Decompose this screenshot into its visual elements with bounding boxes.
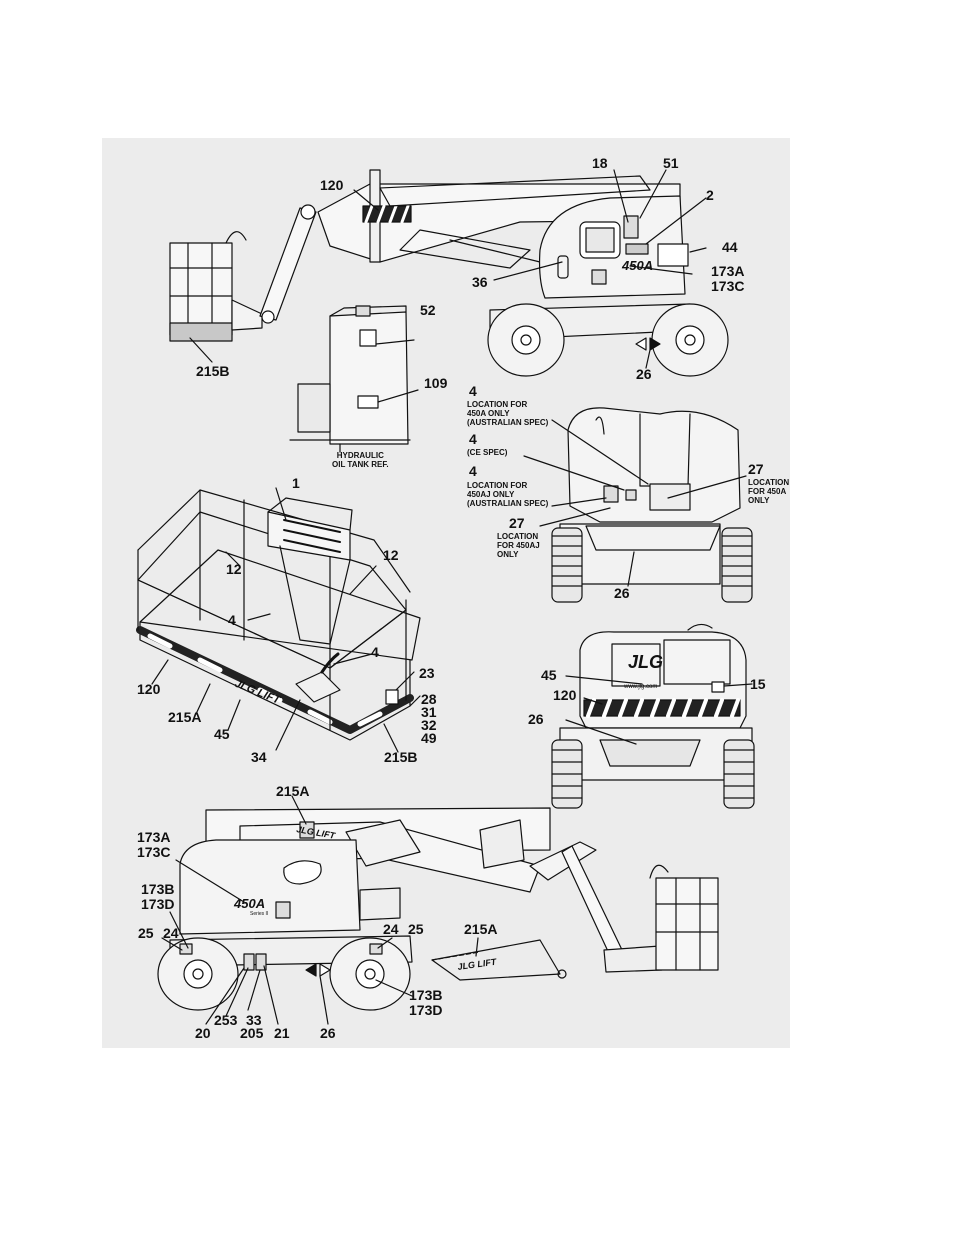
callout-25-right: 25 — [408, 921, 424, 937]
callout-28: 28 — [421, 691, 437, 707]
callout-4-aus-450a: 4 — [469, 383, 477, 399]
callout-173c-bottom: 173C — [137, 844, 171, 860]
callout-173c: 173C — [711, 278, 745, 294]
callout-27-450aj: 27 — [509, 515, 525, 531]
callout-20: 20 — [195, 1025, 211, 1041]
callout-215a-detail: 215A — [464, 921, 498, 937]
front-machine-view — [523, 407, 753, 603]
callout-12-right: 12 — [383, 547, 399, 563]
callout-120-rear: 120 — [553, 687, 577, 703]
callout-215b-top: 215B — [196, 363, 230, 379]
callout-12-left: 12 — [226, 561, 242, 577]
callout-27-450a: 27 — [748, 461, 764, 477]
callout-36: 36 — [472, 274, 488, 290]
series-decal-bottom: Series II — [250, 911, 268, 917]
note-location-450aj-only: LOCATION FOR 450AJ ONLY — [497, 532, 540, 559]
callout-26-front: 26 — [614, 585, 630, 601]
note-location-450aj-aus: LOCATION FOR 450AJ ONLY (AUSTRALIAN SPEC… — [467, 481, 549, 508]
callout-173a: 173A — [711, 263, 745, 279]
callout-120-top: 120 — [320, 177, 344, 193]
callout-205: 205 — [240, 1025, 264, 1041]
callout-25-left: 25 — [138, 925, 154, 941]
callout-23: 23 — [419, 665, 435, 681]
callout-24-left: 24 — [163, 925, 179, 941]
callout-26-top: 26 — [636, 366, 652, 382]
callout-173a-bottom: 173A — [137, 829, 171, 845]
callout-49: 49 — [421, 730, 437, 746]
callout-45-rear: 45 — [541, 667, 557, 683]
callout-33: 33 — [246, 1012, 262, 1028]
model-decal-top: 450A — [621, 258, 653, 273]
jlg-logo-rear: JLG — [628, 652, 663, 672]
callout-215a-boom: 215A — [276, 783, 310, 799]
rear-machine-view: JLG www.jlg.com — [551, 623, 755, 809]
callout-1: 1 — [292, 475, 300, 491]
callout-173b-left: 173B — [141, 881, 175, 897]
note-ce-spec: (CE SPEC) — [467, 448, 508, 457]
callout-18: 18 — [592, 155, 608, 171]
callout-34: 34 — [251, 749, 267, 765]
note-hydraulic-tank: HYDRAULIC OIL TANK REF. — [332, 451, 389, 469]
note-location-450a-aus: LOCATION FOR 450A ONLY (AUSTRALIAN SPEC) — [467, 400, 549, 427]
hydraulic-tank-view — [289, 305, 419, 453]
web-decal-rear: www.jlg.com — [623, 684, 657, 690]
callout-109: 109 — [424, 375, 448, 391]
callout-45-basket: 45 — [214, 726, 230, 742]
platform-basket-view: JLG LIFT — [136, 487, 421, 753]
callout-32: 32 — [421, 717, 437, 733]
callout-4-aus-450aj: 4 — [469, 463, 477, 479]
callout-21: 21 — [274, 1025, 290, 1041]
callout-215a-basket: 215A — [168, 709, 202, 725]
callout-173d-right: 173D — [409, 1002, 443, 1018]
callout-24-right: 24 — [383, 921, 399, 937]
callout-215b-basket: 215B — [384, 749, 418, 765]
callout-26-bottom: 26 — [320, 1025, 336, 1041]
note-location-450a-only: LOCATION FOR 450A ONLY — [748, 478, 790, 505]
bottom-machine-side-view: JLG LIFT 450A Series II — [157, 795, 719, 1025]
top-machine-side-view: 450A — [169, 169, 729, 377]
callout-4-basket-right: 4 — [371, 644, 379, 660]
callout-173d-left: 173D — [141, 896, 175, 912]
callout-4-ce: 4 — [469, 431, 477, 447]
callout-253: 253 — [214, 1012, 238, 1028]
callout-51: 51 — [663, 155, 679, 171]
callout-31: 31 — [421, 704, 437, 720]
jlg-lift-decal-detail: JLG LIFT — [457, 956, 498, 972]
callout-26-rear: 26 — [528, 711, 544, 727]
callout-44: 44 — [722, 239, 738, 255]
callout-173b-right: 173B — [409, 987, 443, 1003]
callout-4-basket-left: 4 — [228, 612, 236, 628]
callout-2: 2 — [706, 187, 714, 203]
callout-15: 15 — [750, 676, 766, 692]
callout-120-basket: 120 — [137, 681, 161, 697]
callout-52: 52 — [420, 302, 436, 318]
